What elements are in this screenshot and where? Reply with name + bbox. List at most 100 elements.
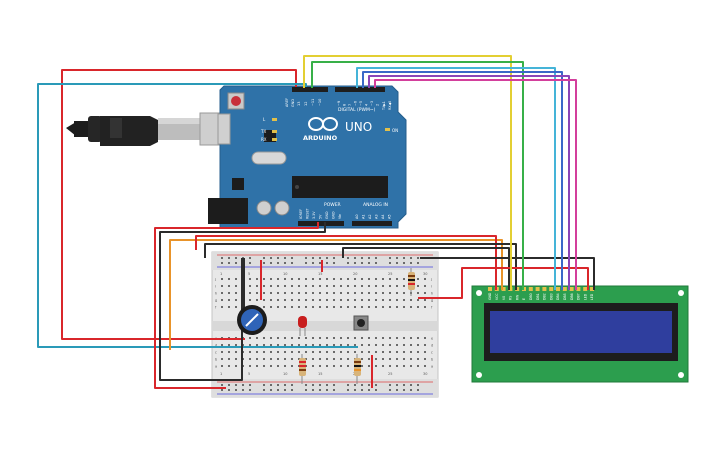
pin-label-9: 4 (365, 103, 369, 106)
column-number: 15 (318, 372, 322, 376)
lcd-pin[interactable] (556, 287, 560, 291)
lcd-pin-label: LED (590, 293, 594, 300)
row-letter: c (431, 351, 433, 355)
breadboard[interactable]: 115510101515202025253030 jjiihhggffeeddc… (211, 251, 439, 398)
lcd-pin-label: VCC (495, 293, 499, 300)
row-letter: b (431, 358, 434, 362)
lcd-pin-label: DB7 (577, 293, 581, 300)
wires (37, 55, 595, 389)
lcd-pin-label: DB0 (529, 293, 533, 300)
wire-red-rail[interactable] (195, 235, 497, 290)
capacitor (274, 200, 290, 216)
board-brand: ARDUINO (303, 134, 338, 142)
wire-purple[interactable] (368, 75, 570, 290)
wire-teal-gnd[interactable] (37, 83, 358, 348)
lcd-pin[interactable] (501, 287, 506, 291)
pin-label-rx: RX◀0 (388, 101, 392, 110)
analog-label: ANALOG IN (363, 202, 388, 208)
push-button[interactable] (353, 315, 369, 331)
lcd-pin-label: DB2 (543, 293, 547, 300)
row-letter: d (215, 344, 217, 348)
wire-red-lcd[interactable] (418, 267, 589, 299)
reset-button[interactable] (227, 92, 245, 110)
wire-red-5v[interactable] (61, 69, 297, 340)
column-number: 1 (220, 372, 222, 376)
resistor-button[interactable] (354, 354, 361, 384)
row-letter: h (215, 292, 217, 296)
usb-jack (217, 113, 231, 145)
analog-pin-label-1: A1 (362, 214, 366, 219)
wire-cyan[interactable] (356, 67, 556, 290)
pin-label-6: 7 (348, 104, 352, 106)
column-number: 1 (220, 272, 222, 276)
resistor-top-right[interactable] (408, 268, 415, 296)
row-letter: e (431, 337, 433, 341)
lcd-pin[interactable] (528, 287, 533, 291)
column-number: 5 (248, 272, 250, 276)
lcd-screen (490, 311, 672, 353)
lcd-pin-label: E (522, 298, 526, 300)
pin-label-2: ~11 (311, 99, 315, 106)
lcd-pin-label: RW (515, 294, 519, 300)
red-led[interactable] (298, 316, 307, 336)
lcd-pin[interactable] (576, 287, 581, 291)
pin-label-4: ~9 (337, 101, 341, 106)
row-letter: b (215, 358, 218, 362)
wire-green[interactable] (311, 61, 524, 290)
analog-header (352, 221, 392, 226)
row-letter: h (431, 292, 433, 296)
column-number: 30 (423, 372, 427, 376)
pin-label-10: ~3 (370, 101, 374, 106)
column-number: 15 (318, 272, 322, 276)
column-number: 5 (248, 372, 250, 376)
pin-label-7: ~6 (354, 101, 358, 106)
led-label-tx: TX (260, 129, 266, 134)
lcd-pin[interactable] (488, 287, 492, 291)
crystal (251, 151, 287, 165)
lcd-pin[interactable] (542, 287, 547, 291)
lcd-pin[interactable] (583, 287, 588, 291)
row-letter: c (215, 351, 217, 355)
lcd-pin[interactable] (590, 287, 594, 291)
analog-pin-label-2: A2 (368, 214, 372, 219)
power-pin-label-1: RESET (306, 207, 310, 219)
wire-magenta[interactable] (374, 79, 577, 290)
wire-orange[interactable] (169, 239, 503, 350)
lcd-pin-label: V0 (502, 296, 506, 300)
pin-label-8: ~5 (359, 101, 363, 106)
pin-label-11: 2 (376, 104, 380, 106)
power-pin-label-3: 5V (319, 214, 323, 219)
power-pin-label-5: GND (332, 211, 336, 219)
lcd-pin-label: DB6 (570, 293, 574, 300)
lcd-pin-label: GND (488, 292, 492, 300)
row-letter: g (215, 299, 217, 303)
lcd-pin[interactable] (535, 287, 540, 291)
wire-yellow[interactable] (303, 55, 512, 290)
wire-red-power[interactable] (154, 222, 319, 389)
wire-black-right[interactable] (420, 257, 595, 290)
usb-cable[interactable] (66, 112, 223, 146)
wire-black-gnd[interactable] (159, 222, 326, 381)
led-label-l: L (263, 117, 266, 122)
digital-label: DIGITAL (PWM~) (338, 107, 376, 113)
power-header (298, 221, 344, 226)
lcd-pin[interactable] (562, 287, 567, 291)
breadboard-column-numbers: 115510101515202025253030 (220, 272, 427, 376)
wire-blue[interactable] (362, 71, 563, 290)
lcd-pin[interactable] (549, 287, 554, 291)
lcd-pin[interactable] (569, 287, 574, 291)
row-letter: a (215, 365, 217, 369)
analog-pin-label-5: A5 (388, 214, 392, 219)
potentiometer[interactable] (237, 305, 267, 335)
power-pin-label-6: Vin (338, 214, 342, 219)
pin-label-5: 8 (343, 104, 347, 106)
lcd-pin[interactable] (515, 287, 520, 291)
column-number: 25 (388, 272, 392, 276)
resistor-led[interactable] (299, 354, 306, 384)
power-pin-label-0: IOREF (299, 209, 303, 219)
